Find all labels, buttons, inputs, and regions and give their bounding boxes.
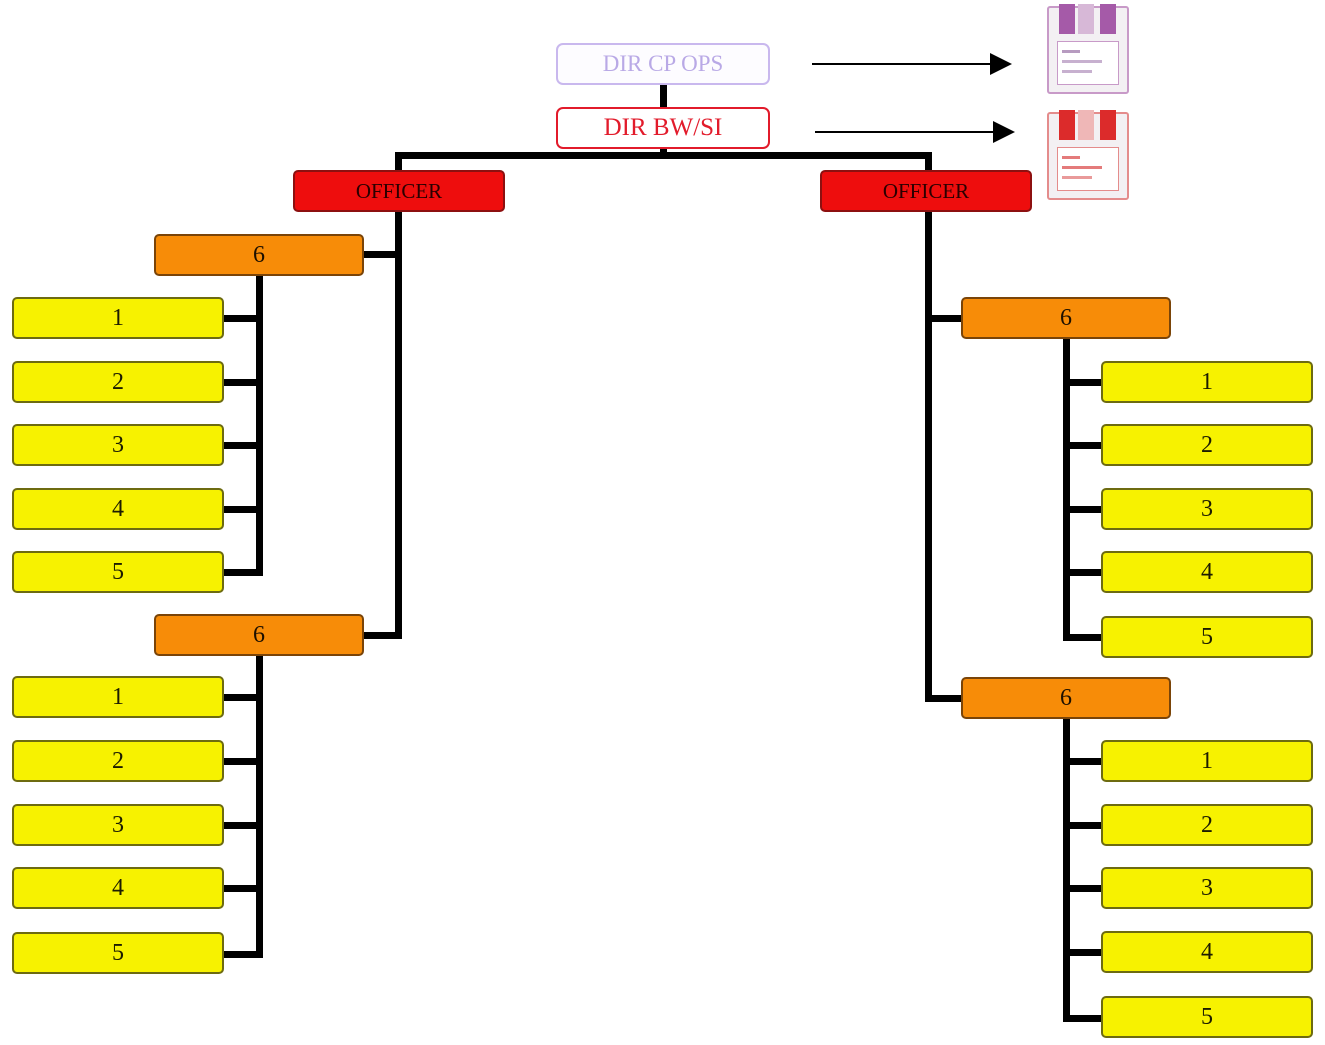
- member-left-upper-2[interactable]: 2: [12, 361, 224, 403]
- tick: [222, 379, 263, 386]
- member-left-upper-4[interactable]: 4: [12, 488, 224, 530]
- tick: [222, 822, 263, 829]
- tick: [1063, 758, 1103, 765]
- officer-left[interactable]: OFFICER: [293, 170, 505, 212]
- tick: [1063, 569, 1103, 576]
- tick: [222, 442, 263, 449]
- tick: [1063, 379, 1103, 386]
- connector-right-spine: [925, 212, 932, 702]
- member-left-lower-5[interactable]: 5: [12, 932, 224, 974]
- arrow-upper-line: [812, 63, 992, 65]
- member-left-lower-3[interactable]: 3: [12, 804, 224, 846]
- connector-left-branch-lower: [362, 632, 402, 639]
- tick: [1063, 634, 1103, 641]
- connector-left-branch-upper: [362, 251, 402, 258]
- member-left-upper-5[interactable]: 5: [12, 551, 224, 593]
- tick: [222, 506, 263, 513]
- member-left-lower-2[interactable]: 2: [12, 740, 224, 782]
- connector-left-spine: [395, 212, 402, 638]
- tick: [1063, 822, 1103, 829]
- group-lead-right-upper[interactable]: 6: [961, 297, 1171, 339]
- connector-right-branch-lower: [925, 695, 963, 702]
- arrow-lower-head-icon: [993, 121, 1015, 143]
- group-lead-left-upper[interactable]: 6: [154, 234, 364, 276]
- member-right-upper-5[interactable]: 5: [1101, 616, 1313, 658]
- member-right-lower-2[interactable]: 2: [1101, 804, 1313, 846]
- member-right-lower-1[interactable]: 1: [1101, 740, 1313, 782]
- dir-cp-ops-box[interactable]: DIR CP OPS: [556, 43, 770, 85]
- group-lead-left-lower[interactable]: 6: [154, 614, 364, 656]
- tick: [222, 758, 263, 765]
- member-right-upper-2[interactable]: 2: [1101, 424, 1313, 466]
- connector-officer-bar: [395, 152, 932, 159]
- member-right-lower-4[interactable]: 4: [1101, 931, 1313, 973]
- tick: [222, 885, 263, 892]
- document-stack-icon[interactable]: [1047, 110, 1129, 200]
- group-lead-right-lower[interactable]: 6: [961, 677, 1171, 719]
- tick: [1063, 885, 1103, 892]
- connector-right-branch-upper: [925, 315, 963, 322]
- officer-right[interactable]: OFFICER: [820, 170, 1032, 212]
- tick: [1063, 442, 1103, 449]
- member-right-upper-3[interactable]: 3: [1101, 488, 1313, 530]
- connector-right-lower-group: [1063, 718, 1070, 1022]
- connector-left-lower-group: [256, 656, 263, 958]
- connector-left-upper-group: [256, 276, 263, 576]
- tick: [222, 951, 263, 958]
- tick: [1063, 506, 1103, 513]
- member-right-upper-4[interactable]: 4: [1101, 551, 1313, 593]
- document-stack-icon[interactable]: [1047, 4, 1129, 94]
- tick: [1063, 1015, 1103, 1022]
- arrow-lower-line: [815, 131, 995, 133]
- member-left-upper-1[interactable]: 1: [12, 297, 224, 339]
- member-right-lower-5[interactable]: 5: [1101, 996, 1313, 1038]
- member-left-upper-3[interactable]: 3: [12, 424, 224, 466]
- connector-right-officer-drop: [925, 152, 932, 172]
- arrow-upper-head-icon: [990, 53, 1012, 75]
- tick: [222, 315, 263, 322]
- member-right-lower-3[interactable]: 3: [1101, 867, 1313, 909]
- member-right-upper-1[interactable]: 1: [1101, 361, 1313, 403]
- tick: [222, 569, 263, 576]
- tick: [222, 694, 263, 701]
- connector-left-officer-drop: [395, 152, 402, 172]
- member-left-lower-1[interactable]: 1: [12, 676, 224, 718]
- dir-bw-si-box[interactable]: DIR BW/SI: [556, 107, 770, 149]
- member-left-lower-4[interactable]: 4: [12, 867, 224, 909]
- connector-right-upper-group: [1063, 339, 1070, 641]
- tick: [1063, 949, 1103, 956]
